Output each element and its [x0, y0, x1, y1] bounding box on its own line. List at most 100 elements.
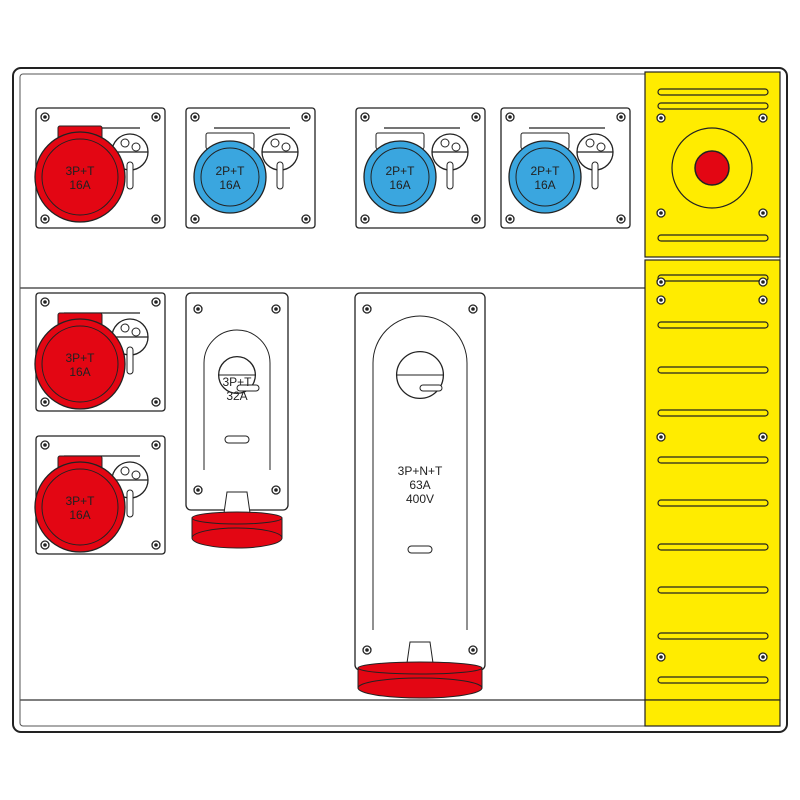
socket-label-type: 2P+T: [385, 164, 415, 178]
vent-slot: [657, 274, 769, 282]
screw-icon: [656, 652, 666, 662]
socket-label-current: 16A: [69, 508, 90, 522]
screw-icon: [271, 304, 281, 314]
socket-label-current: 16A: [534, 178, 555, 192]
rotary-switch-icon[interactable]: [217, 355, 260, 395]
screw-icon: [151, 214, 161, 224]
screw-icon: [656, 277, 666, 287]
rotary-switch-icon[interactable]: [395, 350, 445, 400]
socket-label-line3: 400V: [406, 492, 434, 506]
screw-icon: [190, 214, 200, 224]
vent-slot: [657, 366, 769, 374]
small-sockets: 3P+T16A2P+T16A2P+T16A2P+T16A3P+T16A3P+T1…: [34, 107, 631, 555]
socket-label-type: 3P+T: [65, 494, 95, 508]
screw-icon: [40, 397, 50, 407]
vent-slot: [657, 234, 769, 242]
socket-label-type: 3P+T: [65, 351, 95, 365]
indicator-icon: [407, 545, 433, 554]
screw-icon: [190, 112, 200, 122]
vent-slot: [657, 499, 769, 507]
socket-label-line1: 3P+T: [222, 375, 252, 389]
screw-icon: [360, 112, 370, 122]
screw-icon: [40, 440, 50, 450]
screw-icon: [656, 295, 666, 305]
screw-icon: [301, 214, 311, 224]
vent-slot: [657, 321, 769, 329]
socket-label-current: 16A: [69, 178, 90, 192]
vent-slot: [657, 586, 769, 594]
screw-icon: [271, 485, 281, 495]
vent-slot: [657, 456, 769, 464]
screw-icon: [758, 277, 768, 287]
vent-slot: [657, 543, 769, 551]
screw-icon: [362, 645, 372, 655]
screw-icon: [505, 214, 515, 224]
socket-label-current: 16A: [219, 178, 240, 192]
vent-slot: [657, 632, 769, 640]
screw-icon: [468, 304, 478, 314]
vent-slot: [657, 676, 769, 684]
yellow-bottom-strip: [644, 699, 781, 727]
screw-icon: [656, 208, 666, 218]
screw-icon: [151, 540, 161, 550]
screw-icon: [758, 652, 768, 662]
screw-icon: [656, 432, 666, 442]
screw-icon: [360, 214, 370, 224]
screw-icon: [151, 297, 161, 307]
screw-icon: [193, 485, 203, 495]
socket-label-current: 16A: [69, 365, 90, 379]
screw-icon: [40, 112, 50, 122]
rotary-switch-icon[interactable]: [576, 133, 614, 190]
screw-icon: [362, 304, 372, 314]
yellow-column: [644, 71, 781, 727]
screw-icon: [40, 214, 50, 224]
blank-cover-panel: [644, 259, 781, 701]
screw-icon: [656, 113, 666, 123]
red-socket-ring[interactable]: [191, 511, 283, 549]
screw-icon: [505, 112, 515, 122]
screw-icon: [301, 112, 311, 122]
socket-label-current: 16A: [389, 178, 410, 192]
emergency-stop-button-icon[interactable]: [694, 150, 730, 186]
screw-icon: [758, 113, 768, 123]
socket-label-line1: 3P+N+T: [398, 464, 443, 478]
socket-label-type: 2P+T: [530, 164, 560, 178]
screw-icon: [616, 112, 626, 122]
screw-icon: [468, 645, 478, 655]
rotary-switch-icon[interactable]: [431, 133, 469, 190]
socket-label-line2: 32A: [226, 389, 247, 403]
rotary-switch-icon[interactable]: [261, 133, 299, 190]
screw-icon: [40, 297, 50, 307]
screw-icon: [616, 214, 626, 224]
screw-icon: [151, 397, 161, 407]
vent-slot: [657, 409, 769, 417]
red-socket-ring[interactable]: [357, 661, 483, 699]
screw-icon: [758, 432, 768, 442]
socket-label-type: 2P+T: [215, 164, 245, 178]
screw-icon: [471, 214, 481, 224]
screw-icon: [151, 440, 161, 450]
screw-icon: [193, 304, 203, 314]
vent-slot: [657, 102, 769, 110]
screw-icon: [758, 208, 768, 218]
socket-label-line2: 63A: [409, 478, 430, 492]
screw-icon: [758, 295, 768, 305]
indicator-icon: [224, 435, 250, 444]
